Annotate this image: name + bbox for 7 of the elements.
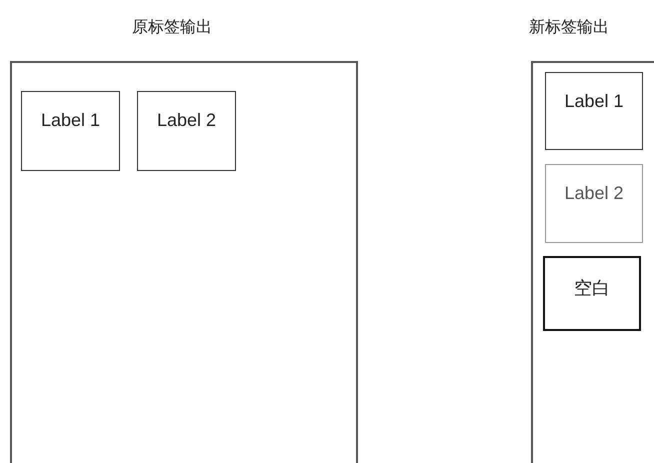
blank-label-box: 空白 [543,256,641,331]
label-box: Label 2 [545,164,643,243]
label-box: Label 2 [137,91,236,171]
panel-heading: 新标签输出 [529,17,609,38]
panel-heading: 原标签输出 [132,17,212,38]
label-box: Label 1 [545,72,643,150]
label-box: Label 1 [21,91,120,171]
